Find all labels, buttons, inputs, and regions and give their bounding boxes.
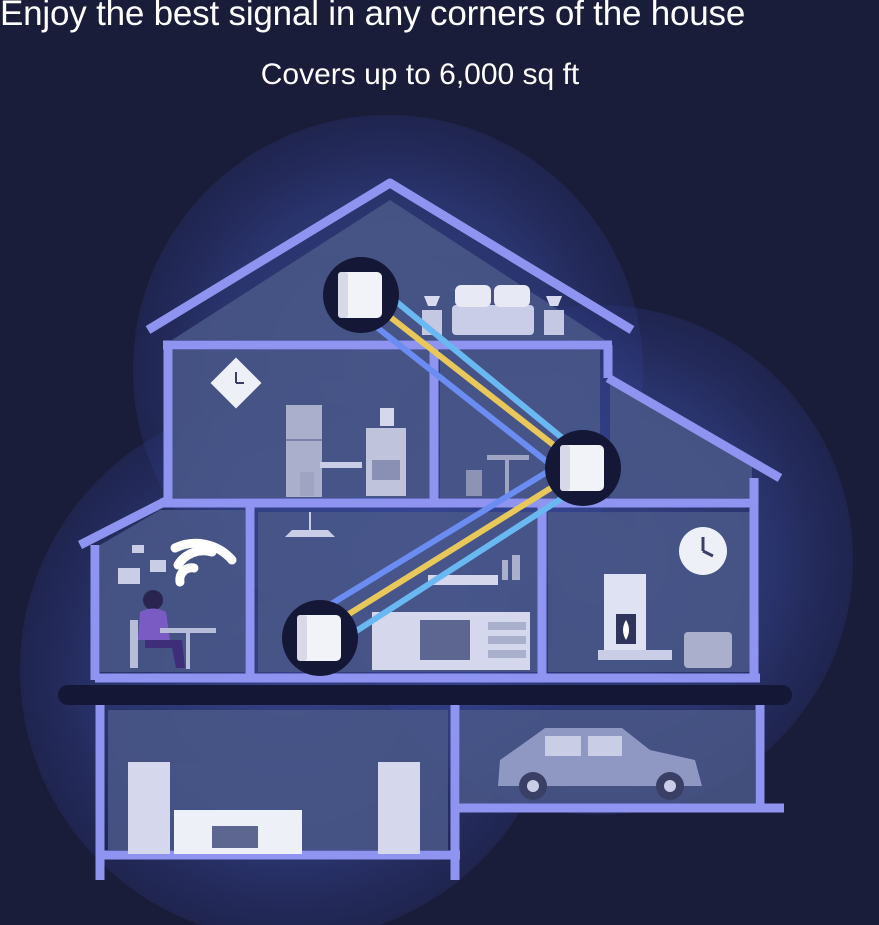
main-kitchen bbox=[285, 512, 530, 670]
wifi-icon bbox=[170, 538, 237, 587]
link-middle-to-bottom-light-blue bbox=[327, 472, 601, 651]
upper-right-wing bbox=[610, 380, 752, 498]
home-office bbox=[118, 538, 237, 669]
mesh-router-node-bottom bbox=[282, 600, 358, 676]
clock-icon bbox=[679, 527, 727, 575]
link-middle-to-bottom-blue bbox=[302, 455, 573, 623]
link-top-to-middle-blue bbox=[352, 307, 573, 483]
upper-right-furniture bbox=[466, 455, 529, 496]
link-top-to-middle-light-blue bbox=[379, 287, 586, 458]
headline: Enjoy the best signal in any corners of … bbox=[0, 0, 746, 33]
living-room-furniture bbox=[598, 527, 732, 668]
floor-slab bbox=[58, 685, 792, 705]
car-icon bbox=[498, 728, 702, 800]
fireplace-icon bbox=[604, 574, 646, 650]
mesh-router-node-top bbox=[323, 257, 399, 333]
link-middle-to-bottom-yellow bbox=[317, 465, 586, 635]
link-top-to-middle-yellow bbox=[359, 292, 586, 471]
house-outline bbox=[77, 178, 784, 880]
subheadline: Covers up to 6,000 sq ft bbox=[260, 58, 580, 91]
mesh-router-node-middle bbox=[545, 430, 621, 506]
bedroom-furniture bbox=[422, 285, 564, 335]
mesh-link-beams bbox=[302, 287, 601, 651]
basement-furniture bbox=[128, 762, 420, 854]
